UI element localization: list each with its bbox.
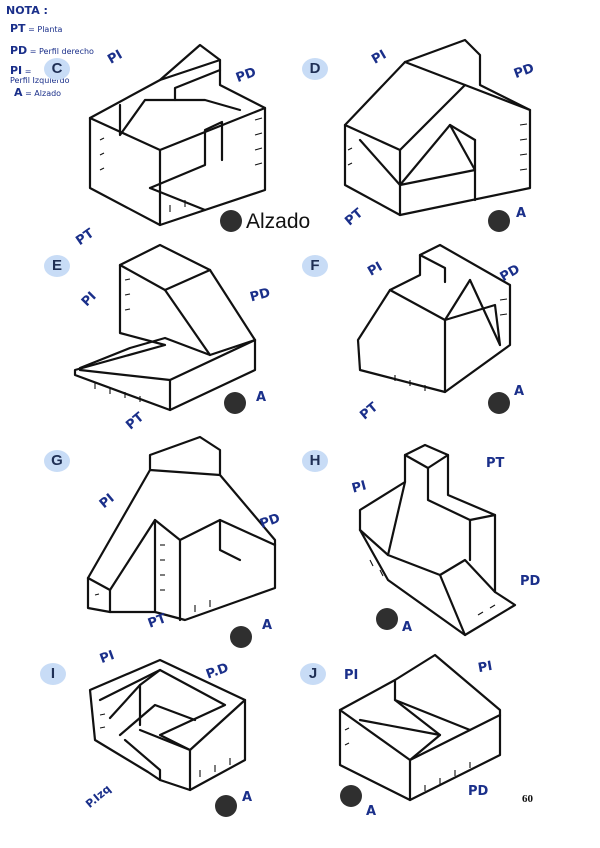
alzado-marker-i — [215, 795, 237, 817]
label-e-a: A — [256, 390, 267, 405]
figure-e-solid — [73, 243, 257, 412]
note-line-1: PT = Planta — [10, 22, 63, 35]
label-j-pi: PI — [344, 668, 359, 683]
alzado-marker-j — [340, 785, 362, 807]
label-j-a: A — [366, 804, 377, 819]
figure-letter-f: F — [302, 255, 328, 277]
alzado-marker-e — [224, 392, 246, 414]
label-g-a: A — [262, 618, 273, 633]
figure-letter-h: H — [302, 450, 328, 472]
figure-d-solid — [343, 38, 532, 217]
figure-g-solid — [86, 435, 277, 622]
note-line-2: PD = Perfil derecho — [10, 44, 94, 57]
alzado-marker-c — [220, 210, 242, 232]
figure-i-solid — [88, 658, 247, 792]
figure-j-solid — [338, 653, 502, 802]
label-h-a: A — [402, 620, 413, 635]
label-i-a: A — [242, 790, 253, 805]
figure-letter-c: C — [44, 58, 70, 80]
note-line-4: Perfil Izquierdo — [10, 76, 70, 85]
alzado-marker-d — [488, 210, 510, 232]
figure-letter-i: I — [40, 663, 66, 685]
figure-f-solid — [356, 243, 512, 394]
alzado-marker-h — [376, 608, 398, 630]
figure-c-solid — [88, 43, 267, 227]
figure-letter-e: E — [44, 255, 70, 277]
note-title: NOTA : — [6, 4, 48, 17]
label-j-pi-2: PI — [476, 658, 494, 677]
label-j-pd: PD — [468, 784, 489, 799]
figure-letter-j: J — [300, 663, 326, 685]
label-f-a: A — [514, 384, 525, 399]
note-line-3: PI = — [10, 64, 32, 77]
alzado-marker-f — [488, 392, 510, 414]
label-d-a: A — [516, 206, 527, 221]
figure-letter-d: D — [302, 58, 328, 80]
alzado-label: Alzado — [246, 210, 311, 233]
label-h-pt: PT — [486, 456, 505, 471]
page-number: 60 — [522, 793, 533, 805]
figure-letter-g: G — [44, 450, 70, 472]
label-h-pd: PD — [520, 574, 541, 589]
figure-h-solid — [358, 443, 517, 637]
alzado-marker-g — [230, 626, 252, 648]
note-line-5: A = Alzado — [14, 86, 62, 99]
